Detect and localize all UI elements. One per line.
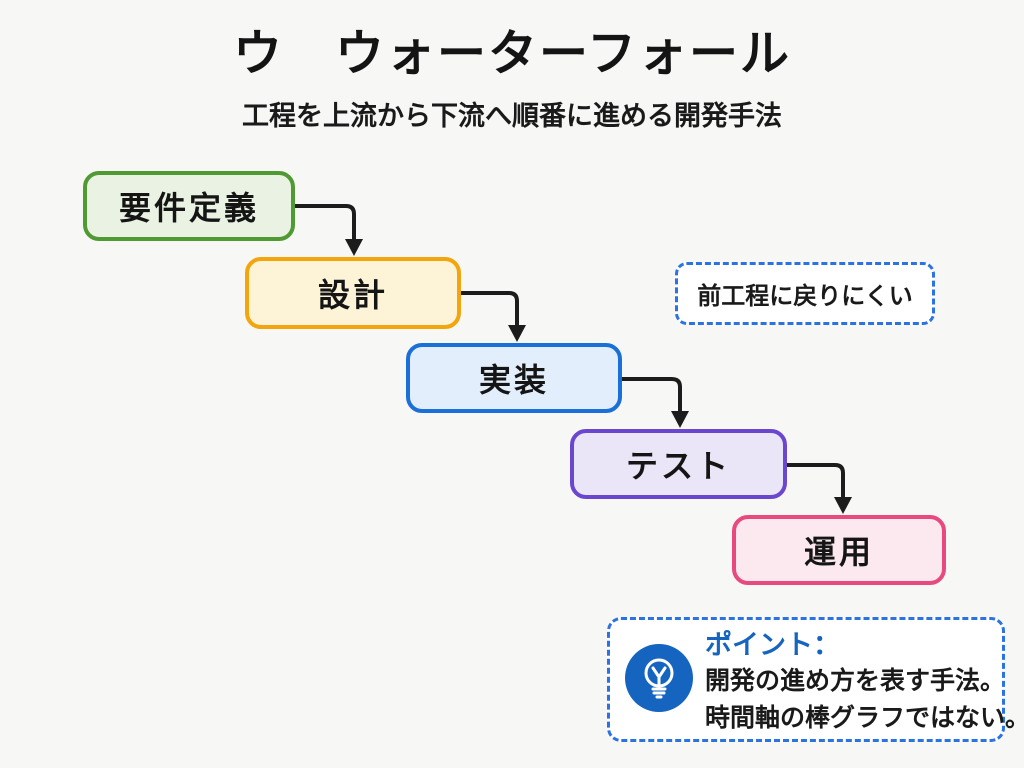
arrow-2-icon [461, 291, 526, 342]
page-subtitle: 工程を上流から下流へ順番に進める開発手法 [242, 101, 782, 131]
note-text: 前工程に戻りにくい [697, 283, 913, 310]
point-text-block: ポイント： 開発の進め方を表す手法。 時間軸の棒グラフではない。 [705, 627, 1024, 737]
stage-label: 設計 [317, 277, 388, 313]
arrow-3-icon [622, 377, 689, 428]
point-box: ポイント： 開発の進め方を表す手法。 時間軸の棒グラフではない。 [607, 617, 1024, 742]
stage-box-1: 要件定義 [83, 171, 295, 241]
stage-box-2: 設計 [245, 257, 461, 329]
arrow-1-icon [295, 204, 363, 256]
page-title: ウ ウォーターフォール [232, 27, 792, 81]
point-line-2: 時間軸の棒グラフではない。 [705, 704, 1024, 732]
stage-label: テスト [625, 448, 731, 484]
stage-label: 実装 [478, 362, 549, 398]
lightbulb-icon [625, 644, 693, 712]
note-box: 前工程に戻りにくい [675, 262, 935, 325]
stage-label: 運用 [803, 534, 874, 570]
stage-box-4: テスト [570, 429, 787, 499]
stage-box-3: 実装 [406, 343, 622, 413]
point-heading: ポイント： [705, 630, 840, 660]
stage-label: 要件定義 [118, 190, 259, 226]
stage-box-5: 運用 [732, 515, 946, 585]
arrow-4-icon [787, 463, 852, 514]
point-line-1: 開発の進め方を表す手法。 [705, 667, 1006, 695]
